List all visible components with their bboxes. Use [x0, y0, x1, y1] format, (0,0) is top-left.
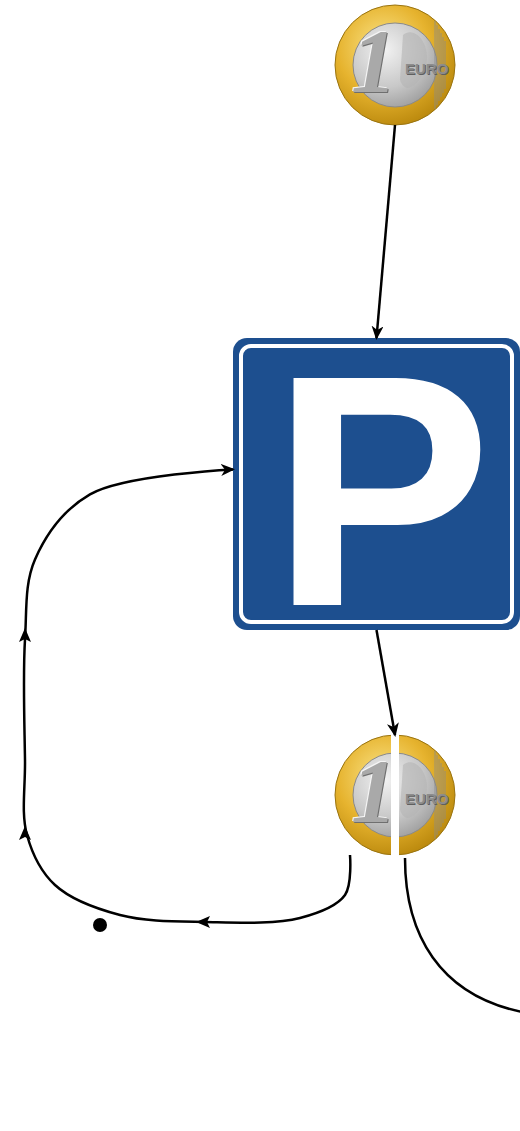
coin-value: 1: [351, 745, 397, 837]
arrow-head: [196, 916, 210, 928]
coin-ring: [335, 5, 455, 125]
curve-line: [405, 858, 520, 1012]
split-coin: 1EURO: [335, 735, 455, 855]
coin-value: 1: [351, 15, 397, 107]
euro-coin: 1EURO: [335, 5, 455, 125]
arrow-head: [19, 826, 31, 840]
arrow-head: [19, 628, 31, 642]
coin-label: EURO: [405, 791, 448, 806]
coin-label: EURO: [405, 61, 448, 76]
dot-mark: [93, 918, 107, 932]
flow-arrow: [377, 125, 396, 338]
parking-sign: P: [233, 338, 520, 630]
sign-letter: P: [233, 326, 520, 656]
